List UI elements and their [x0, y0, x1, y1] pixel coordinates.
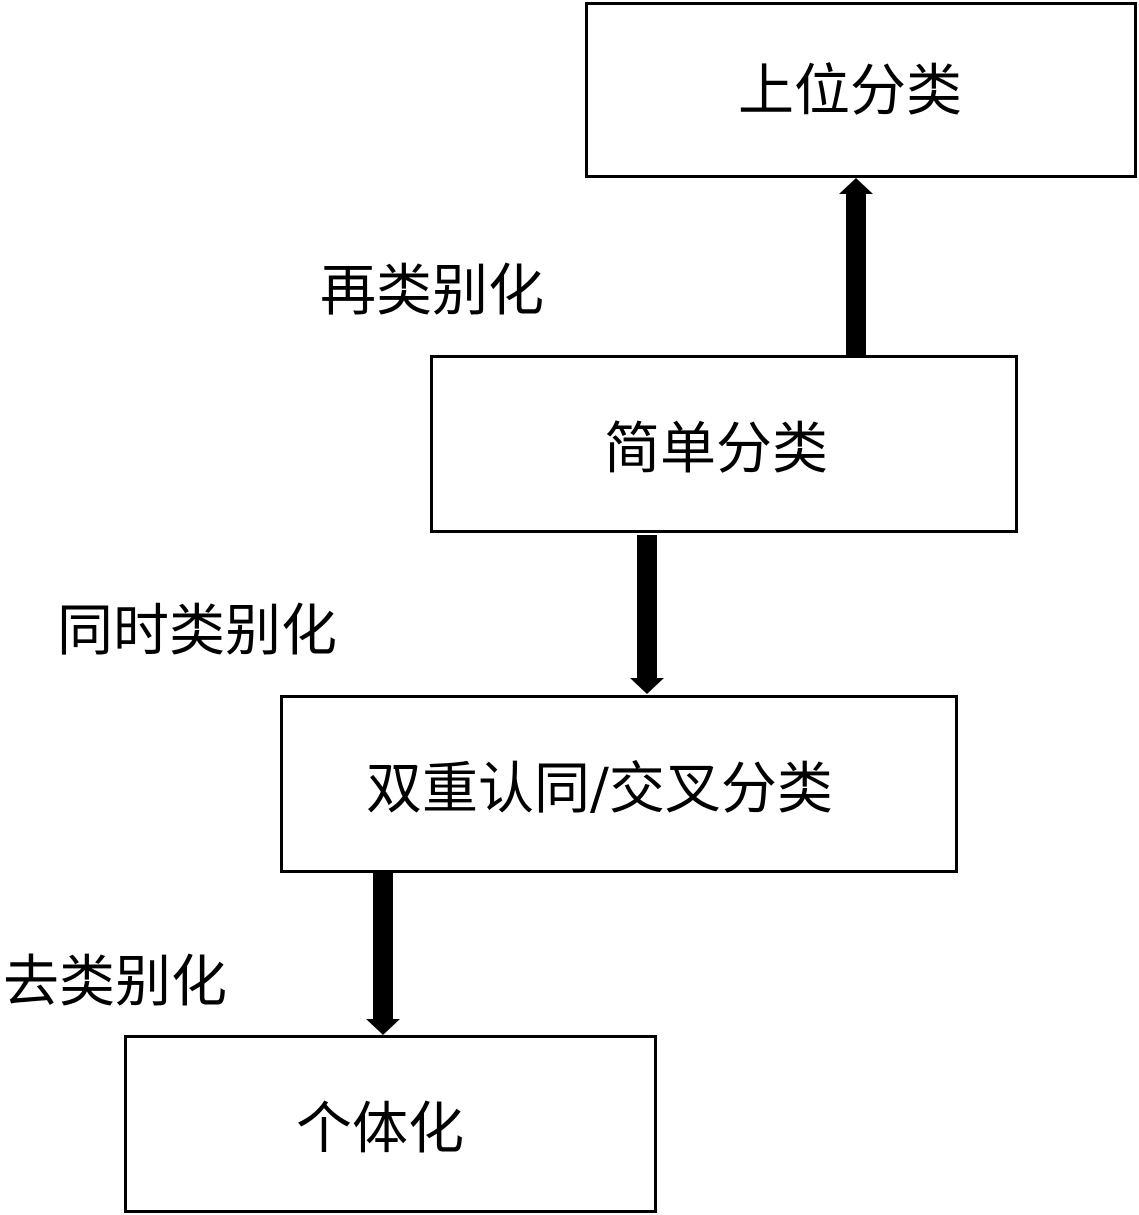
node-dual-label: 双重认同/交叉分类	[366, 757, 833, 822]
edge-label-simultaneous: 同时类别化	[57, 599, 337, 664]
edge-label-decategorization: 去类别化	[3, 950, 227, 1015]
node-superordinate-label: 上位分类	[738, 59, 962, 124]
node-individuation	[124, 1035, 657, 1213]
node-individual-label: 个体化	[296, 1097, 464, 1162]
node-dual-identity-categorization	[280, 695, 958, 873]
edge-label-recategorization: 再类别化	[320, 259, 544, 324]
node-simple-label: 简单分类	[604, 417, 828, 482]
node-superordinate-categorization	[585, 2, 1137, 178]
node-simple-categorization	[430, 355, 1018, 533]
